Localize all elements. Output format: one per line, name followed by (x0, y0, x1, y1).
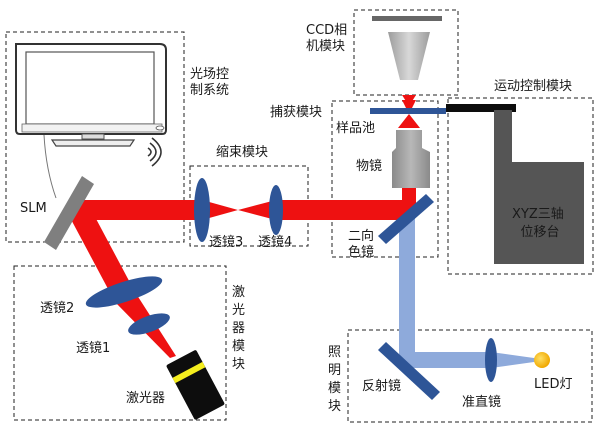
lens1-label: 透镜1 (76, 341, 110, 356)
monitor-cable (43, 134, 57, 199)
stage-label: XYZ三轴 位移台 (512, 207, 568, 240)
ccd-camera-lens (388, 32, 430, 80)
led-label: LED灯 (534, 377, 572, 392)
lens4 (269, 185, 283, 235)
lens1 (128, 313, 170, 335)
capture-module-box (331, 100, 439, 258)
objective (392, 130, 430, 188)
illumination-module-box (347, 329, 593, 423)
mirror-label: 反射镜 (362, 378, 401, 394)
objective-label: 物镜 (356, 159, 382, 174)
laser-label: 激光器 (126, 391, 165, 406)
led-beam (399, 208, 541, 368)
ccd-focus (402, 95, 416, 106)
light-field-label: 光场控 制系统 (190, 67, 233, 98)
lens3-label: 透镜3 (209, 235, 243, 250)
reflection-mirror (378, 342, 440, 400)
slm (44, 176, 94, 250)
dichroic-mirror (378, 194, 434, 244)
dichroic-label: 二向 色镜 (348, 228, 378, 260)
collimator-label: 准直镜 (462, 395, 501, 410)
ccd-module-label: CCD相 机模块 (306, 23, 351, 54)
lens2-label: 透镜2 (40, 301, 74, 316)
beam-shrink-label: 缩束模块 (216, 144, 268, 160)
laser-module-label: 激 光 器 模 块 (232, 285, 249, 372)
sample-cell-label: 样品池 (336, 121, 375, 136)
slm-label: SLM (20, 201, 47, 216)
lens2 (85, 276, 163, 308)
ccd-sensor (372, 16, 442, 21)
led-bulb (534, 352, 550, 368)
motion-module-box (447, 97, 594, 275)
laser-device (166, 350, 225, 420)
capture-module-label: 捕获模块 (270, 104, 322, 120)
monitor (15, 43, 167, 147)
wireless-signal-icon (147, 137, 162, 167)
sample-cell (370, 108, 446, 114)
lens3 (194, 178, 210, 242)
collimator-lens (485, 338, 497, 382)
lens4-label: 透镜4 (258, 235, 292, 250)
illumination-module-label: 照 明 模 块 (328, 345, 345, 414)
motion-module-label: 运动控制模块 (494, 79, 572, 94)
xyz-stage (446, 104, 584, 264)
